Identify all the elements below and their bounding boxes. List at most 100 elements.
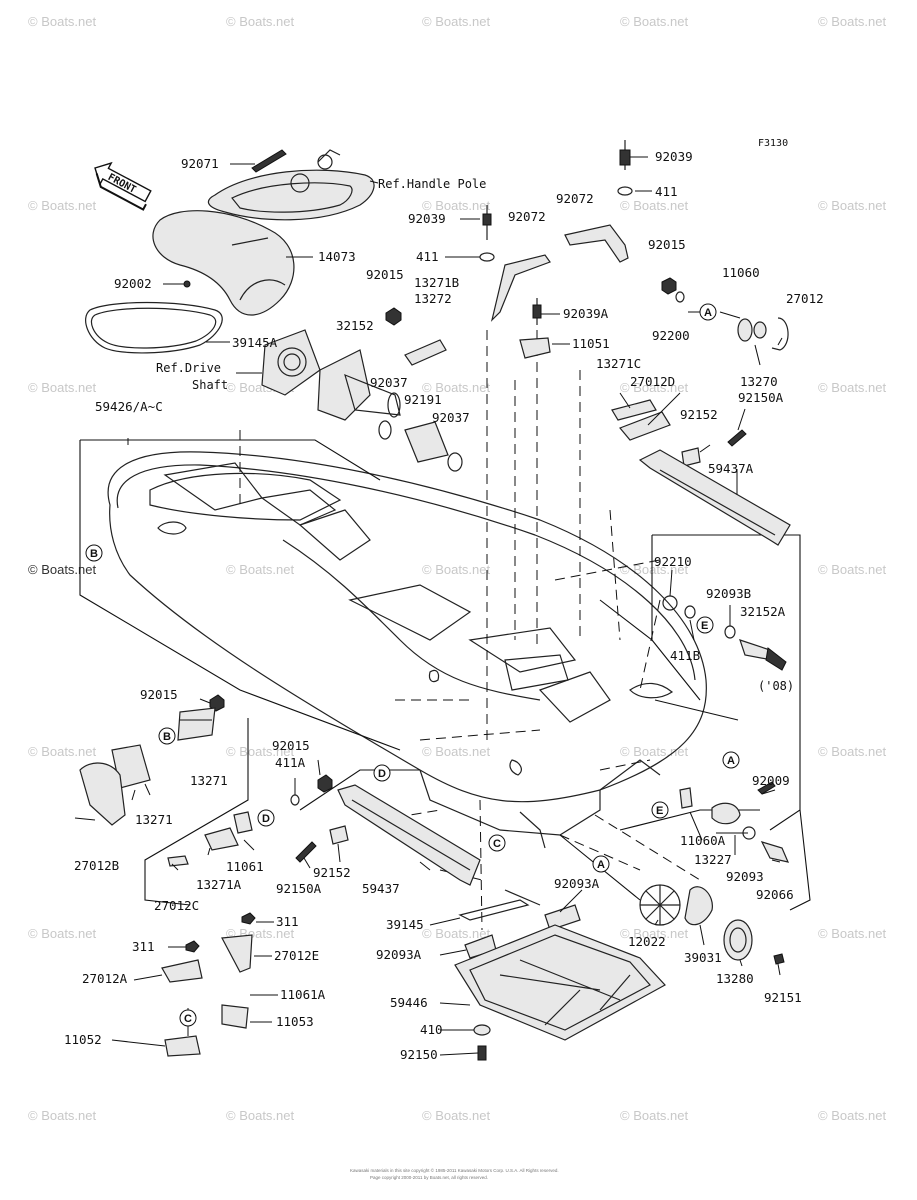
svg-text:C: C [184,1013,192,1025]
part-label: 92150 [400,1047,438,1062]
part-label: 411 [416,249,439,264]
part-label: 92151 [764,990,802,1005]
part-label: 39145 [386,917,424,932]
part-label: 92015 [366,267,404,282]
part-labels: 92071 92002 14073 39145A 32152 92015 132… [64,149,824,1062]
callout-c-2: C [179,1009,197,1027]
part-label: 27012D [630,374,675,389]
part-label: 311 [276,914,299,929]
watermark: © Boats.net [818,926,887,941]
bolts-top-center [479,140,633,262]
part-label: 92015 [140,687,178,702]
watermark: © Boats.net [28,380,97,395]
nut-92015-top [385,307,402,326]
watermark: © Boats.net [620,744,689,759]
callout-d-2: D [257,809,275,827]
callout-d-1: D [373,764,391,782]
part-label: 92039A [563,306,609,321]
watermark: © Boats.net [818,1108,887,1123]
part-label: 92037 [432,410,470,425]
clamps-and-hose [378,420,463,472]
bolt-92002 [183,280,191,288]
part-label: 13271B [414,275,459,290]
boot-32152 [317,349,401,421]
part-label: 11061 [226,859,264,874]
watermark: © Boats.net [422,1108,491,1123]
part-label: 27012 [786,291,824,306]
part-label: 411A [275,755,306,770]
part-label: 92152 [313,865,351,880]
bolt-92150A-right [727,429,747,447]
part-label: 59437A [708,461,754,476]
fitting-set-right [679,781,790,863]
watermark: © Boats.net [422,198,491,213]
watermark: © Boats.net [226,14,295,29]
guard-59437A [638,449,791,546]
seat-cover-14073 [152,210,295,316]
callout-e-2: E [651,801,669,819]
part-label: 92072 [508,209,546,224]
brackets-92072 [490,224,629,322]
watermark: © Boats.net [620,14,689,29]
watermark: © Boats.net [818,380,887,395]
part-label: 39031 [684,950,722,965]
part-label: 92066 [756,887,794,902]
part-label: 92093B [706,586,751,601]
guard-59437 [337,784,481,886]
washer-410 [473,1024,491,1036]
watermark: © Boats.net [422,380,491,395]
part-label: 411B [670,648,700,663]
callout-b-2: B [158,727,176,745]
watermark: © Boats.net [226,1108,295,1123]
watermark: © Boats.net [818,744,887,759]
watermark: © Boats.net [620,198,689,213]
part-label: 92015 [272,738,310,753]
watermark: © Boats.net [226,744,295,759]
handle-pole-cover [207,149,375,221]
ref-handle-pole: Ref.Handle Pole [378,177,486,191]
part-label: 59426/A~C [95,399,163,414]
footer-page-copyright: Page copyright 2000-2011 by Boats.net, a… [370,1175,488,1180]
cap-13280 [723,919,753,961]
part-label: 13271A [196,877,242,892]
bolt-92150 [477,1045,487,1061]
watermark: © Boats.net [28,198,97,213]
part-label: 27012A [82,971,128,986]
part-label: 11053 [276,1014,314,1029]
part-label: 92039 [655,149,693,164]
vent-39031 [684,886,713,926]
ref-drive-shaft-line1: Ref.Drive [156,361,221,375]
footer-copyright: Kawasaki materials in this site copyrigh… [350,1167,559,1173]
callout-a-1: A [699,303,717,321]
drive-shaft-plate [261,329,321,396]
part-label: 27012C [154,898,199,913]
fasteners-middle [167,774,349,867]
part-label: 11060A [680,833,726,848]
bracket-set-left [79,694,225,826]
watermark: © Boats.net [620,926,689,941]
watermark: © Boats.net [422,926,491,941]
part-label: 27012B [74,858,119,873]
part-label: 14073 [318,249,356,264]
grip-92071 [251,149,287,173]
svg-text:A: A [727,755,735,767]
svg-text:E: E [701,620,708,632]
watermark: © Boats.net [226,562,295,577]
hull-body [107,451,707,849]
part-label: 13280 [716,971,754,986]
bracket-13271B [404,339,447,366]
callout-a-2: A [722,751,740,769]
svg-text:D: D [262,813,270,825]
svg-text:A: A [597,859,605,871]
part-label: 27012E [274,948,319,963]
part-label: 92009 [752,773,790,788]
part-label: 92002 [114,276,152,291]
watermark: © Boats.net [28,562,97,577]
bracket-11051 [519,337,551,359]
gasket-39145 [458,889,541,921]
part-label: 92037 [370,375,408,390]
watermark: © Boats.net [422,14,491,29]
part-label: 13272 [414,291,452,306]
